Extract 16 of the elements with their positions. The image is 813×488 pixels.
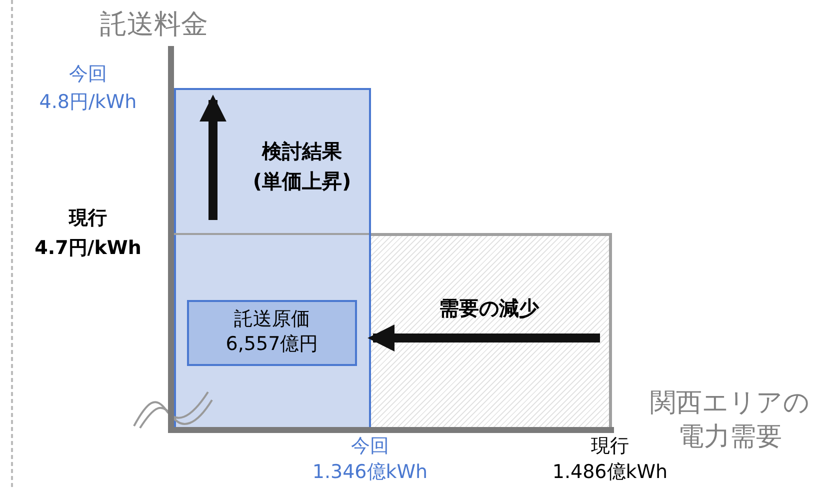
cost-value: 6,557億円 — [224, 332, 320, 356]
axis-value-label: 現行 — [590, 434, 630, 458]
cost-heading: 託送原価 — [233, 307, 311, 331]
axis-value-label: 1.486億kWh — [551, 460, 669, 484]
cost-box — [187, 300, 357, 366]
axis-value-label: 今回 — [350, 434, 390, 458]
axis-title: 関西エリアの電力需要 — [650, 387, 810, 454]
axis-value-label: 1.346億kWh — [311, 460, 429, 484]
demand-label: 需要の減少 — [438, 296, 540, 320]
axis-value-label: 4.8円/kWh — [38, 90, 138, 114]
arrow — [368, 324, 600, 352]
result-label: 検討結果 (単価上昇) — [252, 138, 352, 195]
axis-value-label: 現行 — [68, 206, 108, 230]
axis-value-label: 今回 — [68, 62, 108, 86]
axis-title: 託送料金 — [100, 8, 208, 42]
axis-value-label: 4.7円/kWh — [34, 236, 142, 260]
